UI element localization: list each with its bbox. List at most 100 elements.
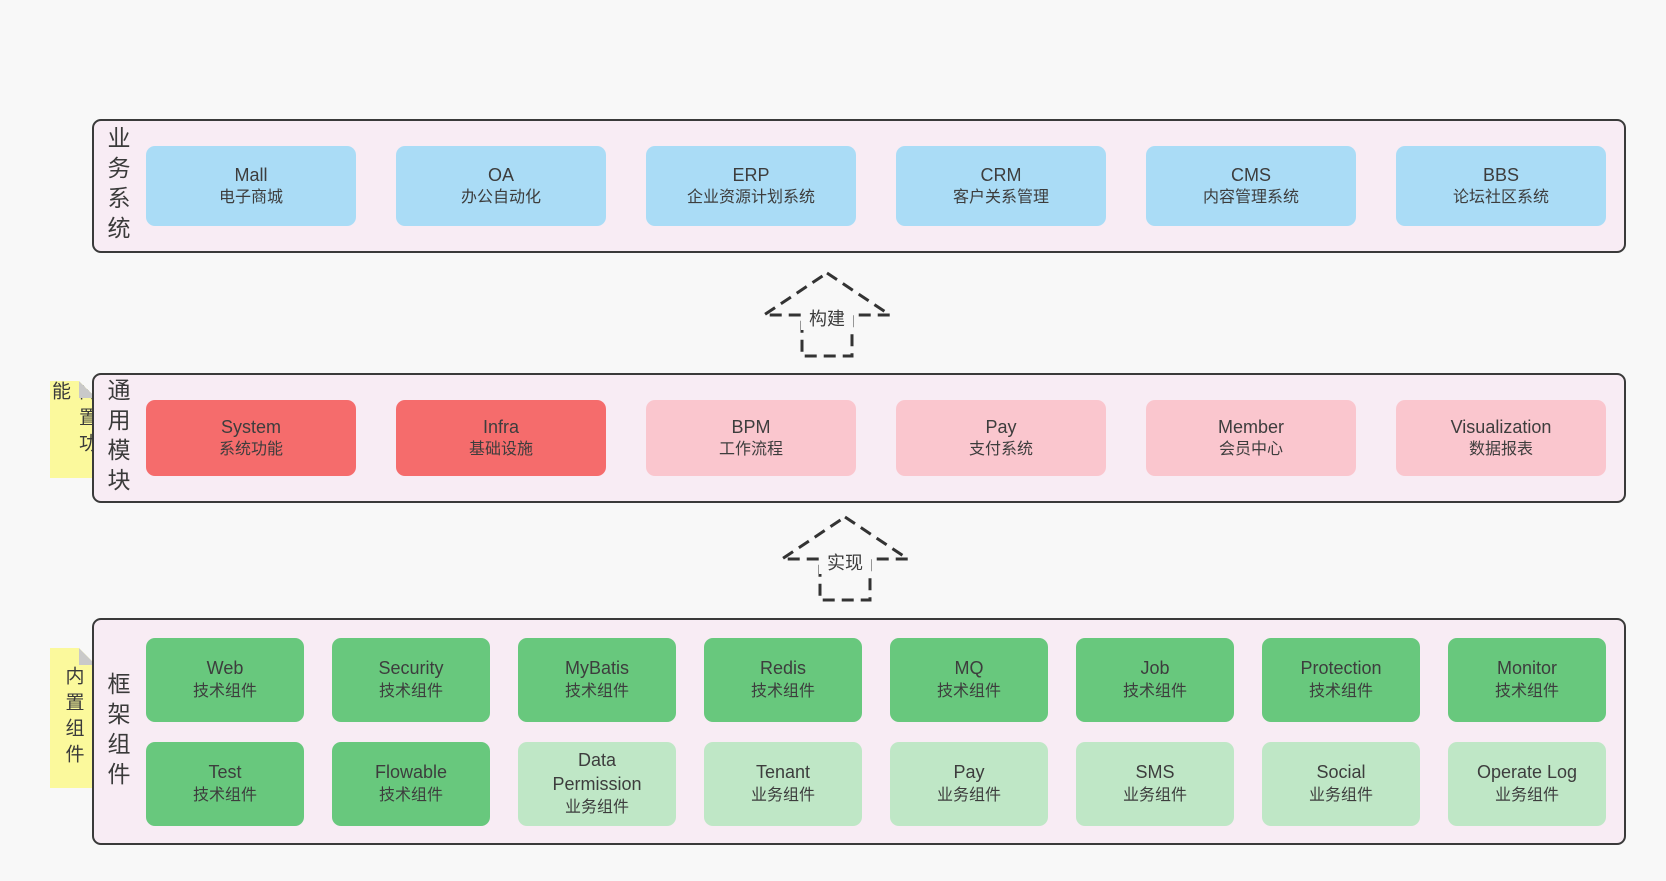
box-pay-component: Pay 业务组件 — [890, 741, 1048, 826]
sticky-note-label: 内置功能 — [49, 381, 97, 459]
box-subtitle: 客户关系管理 — [952, 189, 1049, 207]
box-protection: Protection 技术组件 — [1262, 637, 1420, 722]
box-subtitle: 业务组件 — [750, 786, 815, 804]
section-business-systems: 业务系统 Mall 电子商城 OA 办公自动化 ERP 企业资源计划系统 CRM… — [92, 119, 1626, 253]
component-row-1: Web 技术组件 Security 技术组件 MyBatis 技术组件 Redi… — [146, 637, 1606, 722]
box-infra: Infra 基础设施 — [396, 400, 606, 476]
component-rows: Web 技术组件 Security 技术组件 MyBatis 技术组件 Redi… — [146, 637, 1606, 826]
section-common-modules: 通用模块 System 系统功能 Infra 基础设施 BPM 工作流程 Pay… — [92, 373, 1626, 503]
box-subtitle: 技术组件 — [1308, 682, 1373, 700]
box-title: System — [220, 416, 281, 437]
box-bpm: BPM 工作流程 — [646, 400, 856, 476]
business-boxes: Mall 电子商城 OA 办公自动化 ERP 企业资源计划系统 CRM 客户关系… — [146, 146, 1606, 226]
box-title: Redis — [759, 658, 807, 679]
box-title: Visualization — [1450, 416, 1552, 437]
box-mybatis: MyBatis 技术组件 — [518, 637, 676, 722]
box-title: Operate Log — [1476, 762, 1578, 783]
box-visualization: Visualization 数据报表 — [1396, 400, 1606, 476]
box-social: Social 业务组件 — [1262, 741, 1420, 826]
box-subtitle: 技术组件 — [564, 682, 629, 700]
box-title: Data Permission — [552, 750, 642, 794]
box-sms: SMS 业务组件 — [1076, 741, 1234, 826]
box-data-permission: Data Permission 业务组件 — [518, 741, 676, 826]
box-subtitle: 技术组件 — [1122, 682, 1187, 700]
box-subtitle: 技术组件 — [378, 786, 443, 804]
box-title: Job — [1140, 658, 1170, 679]
box-subtitle: 业务组件 — [1308, 786, 1373, 804]
box-title: CMS — [1231, 164, 1271, 185]
box-subtitle: 业务组件 — [564, 798, 629, 816]
box-subtitle: 电子商城 — [218, 189, 283, 207]
box-subtitle: 业务组件 — [936, 786, 1001, 804]
box-title: Pay — [985, 416, 1017, 437]
box-subtitle: 技术组件 — [936, 682, 1001, 700]
arrow-implement-label: 实现 — [827, 553, 863, 573]
box-title: Test — [208, 762, 242, 783]
sticky-note-builtin-features: 内置功能 — [50, 381, 96, 478]
box-title: Member — [1217, 416, 1284, 437]
arrow-implement-icon: 实现 — [777, 515, 913, 602]
box-job: Job 技术组件 — [1076, 637, 1234, 722]
box-title: Pay — [953, 762, 985, 783]
box-system: System 系统功能 — [146, 400, 356, 476]
box-member: Member 会员中心 — [1146, 400, 1356, 476]
box-flowable: Flowable 技术组件 — [332, 741, 490, 826]
box-pay-module: Pay 支付系统 — [896, 400, 1106, 476]
box-title: Flowable — [374, 762, 448, 783]
box-subtitle: 办公自动化 — [460, 189, 541, 207]
box-title: OA — [487, 164, 514, 185]
box-title: Monitor — [1496, 658, 1558, 679]
box-mall: Mall 电子商城 — [146, 146, 356, 226]
box-bbs: BBS 论坛社区系统 — [1396, 146, 1606, 226]
box-subtitle: 数据报表 — [1468, 441, 1533, 459]
module-boxes: System 系统功能 Infra 基础设施 BPM 工作流程 Pay 支付系统… — [146, 400, 1606, 476]
box-subtitle: 技术组件 — [192, 786, 257, 804]
box-title: MQ — [954, 658, 984, 679]
box-title: BBS — [1482, 164, 1520, 185]
box-title: ERP — [732, 164, 770, 185]
box-subtitle: 会员中心 — [1218, 441, 1283, 459]
box-monitor: Monitor 技术组件 — [1448, 637, 1606, 722]
box-subtitle: 支付系统 — [968, 441, 1033, 459]
box-web: Web 技术组件 — [146, 637, 304, 722]
box-oa: OA 办公自动化 — [396, 146, 606, 226]
box-mq: MQ 技术组件 — [890, 637, 1048, 722]
box-subtitle: 企业资源计划系统 — [686, 189, 815, 207]
box-title: SMS — [1135, 762, 1175, 783]
box-subtitle: 内容管理系统 — [1202, 189, 1299, 207]
section-framework-components: 框架组件 Web 技术组件 Security 技术组件 MyBatis 技术组件… — [92, 618, 1626, 845]
box-title: Mall — [234, 164, 268, 185]
box-title: Web — [206, 658, 244, 679]
box-subtitle: 论坛社区系统 — [1452, 189, 1549, 207]
box-operate-log: Operate Log 业务组件 — [1448, 741, 1606, 826]
section-label-framework-components: 框架组件 — [104, 671, 130, 792]
box-title: MyBatis — [564, 658, 629, 679]
box-subtitle: 技术组件 — [378, 682, 443, 700]
box-title: Social — [1316, 762, 1366, 783]
box-subtitle: 业务组件 — [1494, 786, 1559, 804]
box-title: Protection — [1300, 658, 1382, 679]
box-subtitle: 工作流程 — [718, 441, 783, 459]
box-redis: Redis 技术组件 — [704, 637, 862, 722]
box-subtitle: 系统功能 — [218, 441, 283, 459]
box-title: Security — [378, 658, 444, 679]
component-row-2: Test 技术组件 Flowable 技术组件 Data Permission … — [146, 741, 1606, 826]
box-cms: CMS 内容管理系统 — [1146, 146, 1356, 226]
box-title: Infra — [482, 416, 520, 437]
arrow-build-label: 构建 — [809, 309, 845, 329]
box-erp: ERP 企业资源计划系统 — [646, 146, 856, 226]
sticky-note-label: 内置组件 — [62, 666, 84, 770]
box-tenant: Tenant 业务组件 — [704, 741, 862, 826]
arrow-build-icon: 构建 — [759, 271, 895, 358]
section-label-business-systems: 业务系统 — [104, 126, 130, 246]
sticky-note-builtin-components: 内置组件 — [50, 648, 96, 788]
box-subtitle: 技术组件 — [192, 682, 257, 700]
box-subtitle: 技术组件 — [1494, 682, 1559, 700]
section-label-common-modules: 通用模块 — [104, 378, 130, 498]
box-security: Security 技术组件 — [332, 637, 490, 722]
box-crm: CRM 客户关系管理 — [896, 146, 1106, 226]
box-title: Tenant — [755, 762, 811, 783]
box-subtitle: 基础设施 — [468, 441, 533, 459]
box-subtitle: 业务组件 — [1122, 786, 1187, 804]
